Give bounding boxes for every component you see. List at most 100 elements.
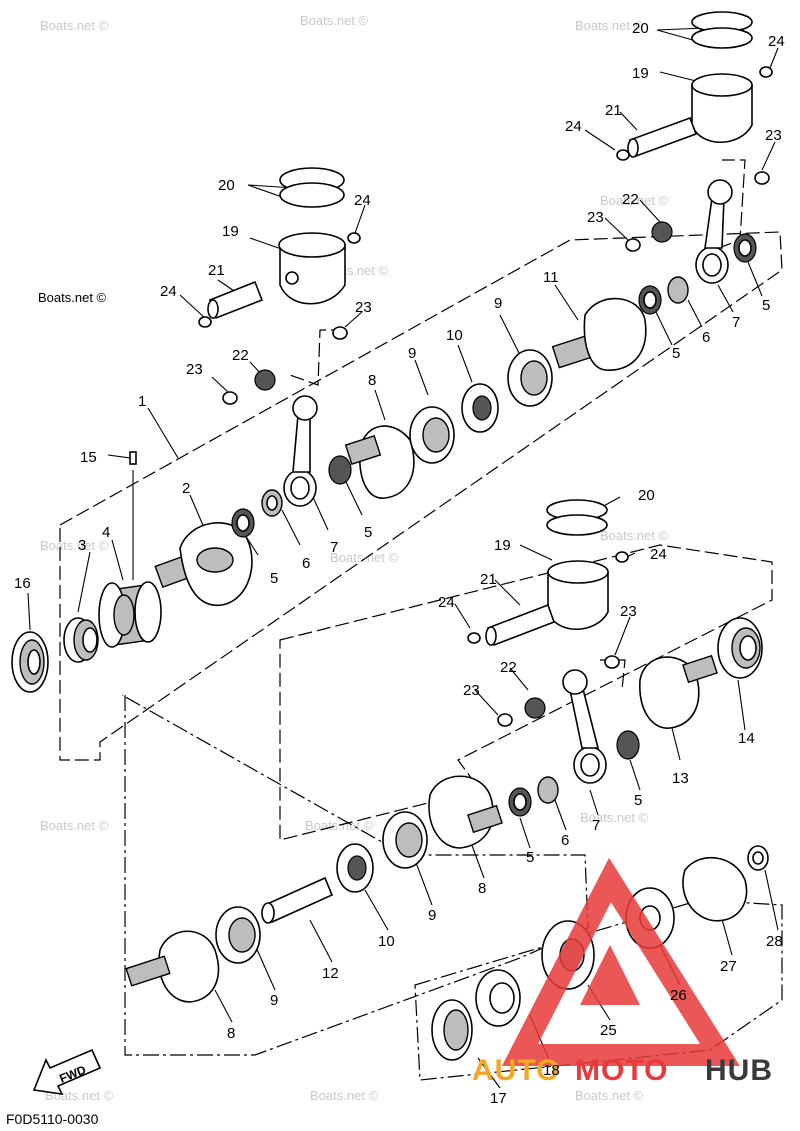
part-clips xyxy=(198,232,361,405)
part-seal-ring xyxy=(63,617,99,663)
callout-20: 20 xyxy=(218,177,235,194)
callout-23: 23 xyxy=(186,361,203,378)
callout-26: 26 xyxy=(670,987,687,1004)
callout-27: 27 xyxy=(720,958,737,975)
callout-22: 22 xyxy=(500,659,517,676)
callout-6: 6 xyxy=(702,329,710,346)
callout-6: 6 xyxy=(561,832,569,849)
part-piston-rings-middle xyxy=(546,499,608,536)
callout-21: 21 xyxy=(480,571,497,588)
part-bearing-bottom xyxy=(215,811,428,964)
part-crank-web-middle-right xyxy=(616,654,718,760)
callout-3: 3 xyxy=(78,537,86,554)
watermark: Boats.net © xyxy=(330,550,399,565)
callout-19: 19 xyxy=(632,65,649,82)
callout-19: 19 xyxy=(494,537,511,554)
callout-7: 7 xyxy=(732,314,740,331)
watermark: Boats.net © xyxy=(40,538,109,553)
callout-8: 8 xyxy=(368,372,376,389)
watermarks: Boats.net © Boats.net © Boats.net © Boat… xyxy=(38,13,669,1103)
callout-6: 6 xyxy=(302,555,310,572)
callout-5: 5 xyxy=(762,297,770,314)
callout-28: 28 xyxy=(766,933,783,950)
callout-15: 15 xyxy=(80,449,97,466)
callout-5: 5 xyxy=(526,849,534,866)
callout-18: 18 xyxy=(543,1062,560,1079)
part-piston xyxy=(278,232,346,305)
brand-wordmark: AUTO MOTO HUB xyxy=(472,1054,773,1087)
callout-labels: 1 2 3 4 15 16 5 6 7 5 8 9 10 9 11 5 6 7 … xyxy=(14,20,785,1107)
part-piston-pin xyxy=(207,280,264,320)
part-oil-seal xyxy=(11,631,49,693)
part-pin xyxy=(129,451,137,465)
callout-5: 5 xyxy=(364,524,372,541)
watermark: Boats.net © xyxy=(40,18,109,33)
callout-13: 13 xyxy=(672,770,689,787)
callout-23: 23 xyxy=(355,299,372,316)
part-piston-middle xyxy=(547,560,609,631)
callout-11: 11 xyxy=(543,269,559,286)
callout-9: 9 xyxy=(428,907,436,924)
part-crank-web-bottom xyxy=(125,930,220,1003)
callout-24: 24 xyxy=(565,118,582,135)
part-piston-rings-top-right xyxy=(691,11,753,49)
part-connecting-rod xyxy=(283,395,318,507)
callout-12: 12 xyxy=(322,965,339,982)
part-bearing xyxy=(98,581,162,648)
brand-auto-text: AUTO xyxy=(472,1054,560,1087)
callout-22: 22 xyxy=(232,347,249,364)
part-needle-bearing-middle xyxy=(508,776,559,817)
part-piston-pin-middle xyxy=(485,603,556,647)
watermark: Boats.net © xyxy=(575,1088,644,1103)
callout-8: 8 xyxy=(227,1025,235,1042)
callout-5: 5 xyxy=(672,345,680,362)
watermark: Boats.net © xyxy=(600,193,669,208)
callout-24: 24 xyxy=(438,594,455,611)
watermark: Boats.net © xyxy=(600,528,669,543)
part-piston-rings xyxy=(279,167,345,208)
watermark: Boats.net © xyxy=(575,18,644,33)
callout-9: 9 xyxy=(270,992,278,1009)
callout-2: 2 xyxy=(182,480,190,497)
callout-16: 16 xyxy=(14,575,31,592)
part-needle-bearing xyxy=(231,489,283,538)
callout-10: 10 xyxy=(378,933,395,950)
part-sleeve xyxy=(261,876,334,924)
callout-9: 9 xyxy=(408,345,416,362)
callout-17: 17 xyxy=(490,1090,507,1107)
part-clips-top-right xyxy=(616,66,773,252)
diagram-code: F0D5110-0030 xyxy=(6,1111,99,1127)
part-washer xyxy=(747,845,769,871)
part-crank-web-middle-left xyxy=(428,775,503,849)
watermark: Boats.net © xyxy=(580,810,649,825)
callout-19: 19 xyxy=(222,223,239,240)
callout-5: 5 xyxy=(634,792,642,809)
callout-23: 23 xyxy=(587,209,604,226)
watermark: Boats.net © xyxy=(40,818,109,833)
part-crank-web-left xyxy=(154,522,253,607)
part-connecting-rod-middle xyxy=(562,669,607,784)
callout-5: 5 xyxy=(270,570,278,587)
part-spacer-bottom xyxy=(475,969,521,1027)
callout-23: 23 xyxy=(463,682,480,699)
part-connecting-rod-right xyxy=(695,179,733,284)
part-piston-top-right xyxy=(691,73,753,144)
callout-23: 23 xyxy=(765,127,782,144)
part-crank-web-right xyxy=(551,297,647,371)
part-seal-ring-center xyxy=(461,383,499,433)
part-oil-seal-bottom xyxy=(431,999,473,1061)
brand-moto-text: MOTO xyxy=(575,1054,668,1087)
callout-7: 7 xyxy=(330,539,338,556)
callout-24: 24 xyxy=(160,283,177,300)
callout-25: 25 xyxy=(600,1022,617,1039)
watermark: Boats.net © xyxy=(300,13,369,28)
brand-hub-text: HUB xyxy=(705,1054,773,1087)
part-seal-ring-bottom xyxy=(336,843,374,893)
watermark: Boats.net © xyxy=(310,1088,379,1103)
callout-10: 10 xyxy=(446,327,463,344)
watermark: Boats.net © xyxy=(38,290,107,305)
brand-logo xyxy=(501,857,740,1066)
callout-4: 4 xyxy=(102,524,110,541)
callout-14: 14 xyxy=(738,730,755,747)
callout-9: 9 xyxy=(494,295,502,312)
